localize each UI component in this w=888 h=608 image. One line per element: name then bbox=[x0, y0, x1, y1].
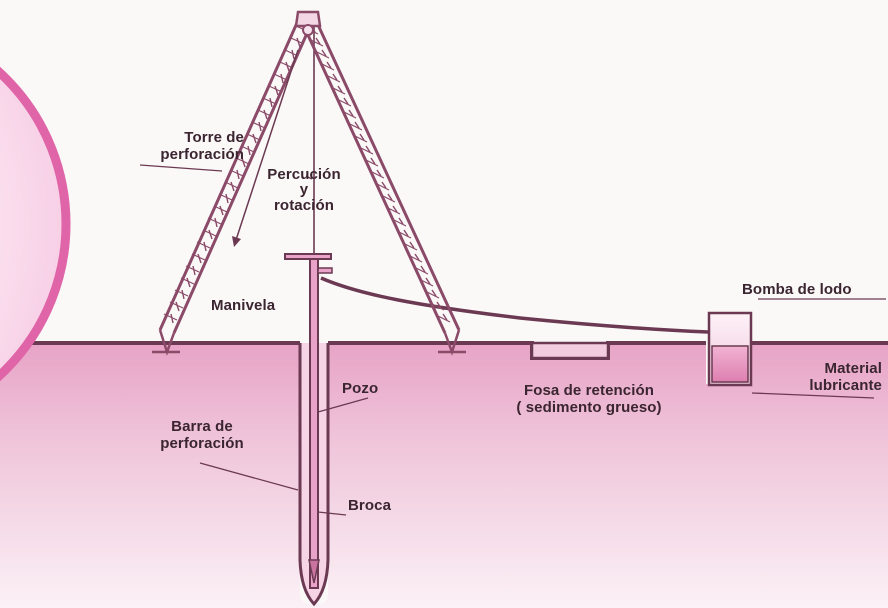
label-torre-de-perforacion: Torre de perforación bbox=[124, 129, 244, 163]
label-material-line2: lubricante bbox=[809, 377, 882, 394]
leader-lines bbox=[139, 164, 886, 516]
crank-handle bbox=[317, 267, 333, 274]
drilling-tower bbox=[152, 10, 466, 356]
rotation-arrowhead bbox=[232, 236, 241, 247]
drill-bit bbox=[308, 559, 320, 584]
label-torre-line2: perforación bbox=[160, 146, 244, 163]
mud-hose bbox=[320, 276, 709, 334]
label-pozo: Pozo bbox=[342, 380, 379, 397]
label-material-line1: Material bbox=[824, 360, 882, 377]
label-barra-de-perforacion: Barra de perforación bbox=[142, 418, 262, 452]
rotation-arrow bbox=[235, 49, 299, 241]
label-torre-line1: Torre de bbox=[184, 129, 244, 146]
label-bomba-de-lodo: Bomba de lodo bbox=[742, 281, 852, 298]
label-broca: Broca bbox=[348, 497, 392, 514]
label-percucion-line3: rotación bbox=[274, 197, 334, 214]
lubricant-tank bbox=[711, 345, 749, 383]
label-manivela: Manivela bbox=[211, 297, 276, 314]
crank-bar bbox=[284, 253, 332, 260]
label-percucion-line2: y bbox=[299, 181, 309, 198]
label-fosa-line1: Fosa de retención bbox=[523, 382, 655, 399]
label-percucion-y-rotacion: Percución y rotación bbox=[252, 166, 356, 214]
retention-pit bbox=[530, 341, 610, 360]
label-material-lubricante: Material lubricante bbox=[770, 360, 882, 394]
label-barra-line1: Barra de bbox=[171, 418, 233, 435]
side-tab bbox=[0, 66, 71, 382]
label-percucion-line1: Percución bbox=[267, 166, 341, 183]
label-fosa-line2: ( sedimento grueso) bbox=[516, 399, 662, 416]
ground-area bbox=[0, 343, 888, 608]
drill-rod bbox=[309, 257, 319, 589]
label-barra-line2: perforación bbox=[160, 435, 244, 452]
label-fosa-de-retencion: Fosa de retención ( sedimento grueso) bbox=[494, 382, 684, 416]
